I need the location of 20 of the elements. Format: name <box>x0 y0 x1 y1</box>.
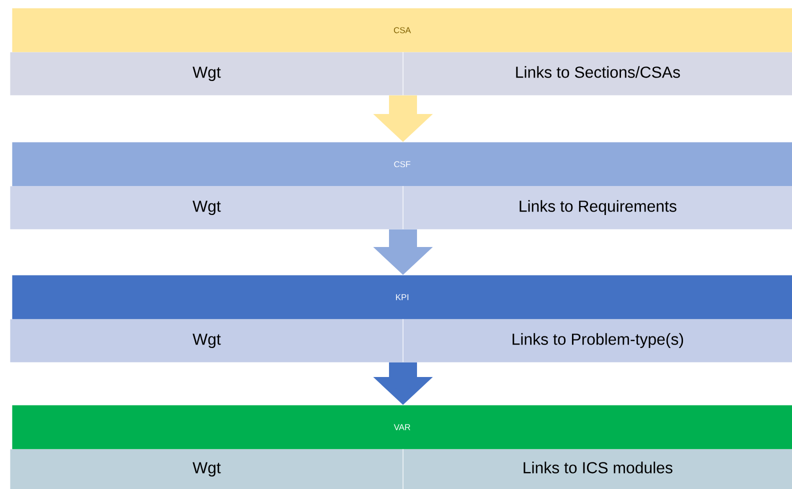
node-label: Wgt <box>192 66 221 82</box>
header-band: KPI <box>12 275 792 320</box>
node-label: Links to Problem-type(s) <box>512 333 684 348</box>
table-cell: Links to ICS modules <box>403 449 792 489</box>
header-band: VAR <box>12 405 792 450</box>
node-label: Wgt <box>192 462 221 477</box>
table-cell: Links to Requirements <box>403 186 792 230</box>
node-label: Links to ICS modules <box>524 462 672 474</box>
node-label: Links to Sections/CSAs <box>516 66 680 78</box>
table-cell: Links to Problem-type(s) <box>403 319 792 362</box>
header-band: CSA <box>12 8 792 52</box>
table-cell: Wgt <box>10 449 404 489</box>
table-cell: Wgt <box>10 52 404 96</box>
header-band: CSF <box>12 142 792 186</box>
node-label: Links to Requirements <box>520 200 676 216</box>
table-cell: Wgt <box>10 186 404 230</box>
node-label: Wgt <box>192 200 221 216</box>
table-cell: Wgt <box>10 319 404 362</box>
table-cell: Links to Sections/CSAs <box>403 52 792 96</box>
node-label: Wgt <box>192 334 221 348</box>
